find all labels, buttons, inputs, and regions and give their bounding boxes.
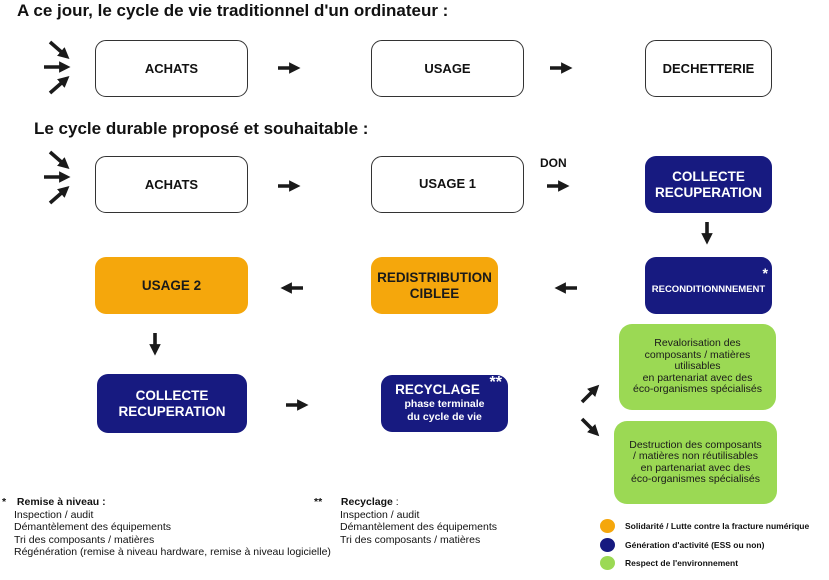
destruction-box: Destruction des composants / matières no… — [614, 421, 777, 504]
revalorisation-line: éco-organismes spécialisés — [633, 383, 762, 396]
usage2-label: USAGE 2 — [141, 277, 202, 293]
revalorisation-line: composants / matières — [644, 348, 751, 361]
arrow-down-right — [580, 417, 600, 437]
recyclage-box: RECYCLAGE ** phase terminale du cycle de… — [381, 375, 508, 432]
arrow-right — [550, 62, 573, 74]
revalorisation-line: utilisables — [674, 360, 721, 373]
legend-label: Respect de l'environnement — [625, 558, 739, 568]
don-label: DON — [540, 156, 567, 170]
legend-dot-navy — [600, 538, 615, 552]
arrow-down — [149, 333, 161, 356]
usage2-box: USAGE 2 — [95, 257, 248, 314]
arrow-right-don — [547, 180, 570, 192]
legend-item-navy: Génération d'activité (ESS ou non) — [600, 538, 764, 552]
legend-dot-orange — [600, 519, 615, 533]
redistribution-label: REDISTRIBUTION — [377, 269, 492, 285]
revalorisation-line: en partenariat avec des — [642, 371, 753, 384]
recyclage-note-item: Inspection / audit — [340, 508, 420, 521]
usage1-box: USAGE 1 — [371, 156, 524, 213]
collecte-recuperation-box-2: COLLECTE RECUPERATION — [97, 374, 247, 433]
recuperation-label: RECUPERATION — [654, 184, 762, 200]
arrow-right — [286, 399, 309, 411]
legend-item-green: Respect de l'environnement — [600, 556, 738, 570]
destruction-line: / matières non réutilisables — [633, 450, 758, 462]
revalorisation-line: Revalorisation des — [654, 337, 741, 350]
legend-label: Génération d'activité (ESS ou non) — [625, 540, 765, 550]
reconditionnement-box: RECONDITIONNNEMENT * — [645, 257, 772, 314]
input-arrows-durable — [44, 150, 71, 205]
recyclage-note-suffix: : — [392, 496, 399, 508]
destruction-line: Destruction des composants — [629, 438, 762, 451]
arrow-down — [701, 222, 713, 245]
reconditionnement-star: * — [762, 265, 768, 281]
recyclage-note-item: Tri des composants / matières — [340, 533, 481, 546]
collecte-label: COLLECTE — [672, 168, 745, 184]
recuperation-label: RECUPERATION — [118, 403, 226, 419]
recyclage-sub-label: du cycle de vie — [407, 410, 482, 423]
arrow-right — [278, 180, 301, 192]
notes-remise: * Remise à niveau : Inspection / audit D… — [2, 496, 362, 559]
achats-box-traditional: ACHATS — [95, 40, 248, 97]
heading-traditional: A ce jour, le cycle de vie traditionnel … — [17, 1, 449, 20]
recyclage-note-star: ** — [314, 496, 323, 508]
arrow-right — [278, 62, 301, 74]
destruction-line: éco-organismes spécialisés — [631, 473, 760, 485]
redistribution-ciblee-box: REDISTRIBUTION CIBLEE — [371, 257, 498, 314]
remise-item: Tri des composants / matières — [14, 533, 155, 546]
legend-label: Solidarité / Lutte contre la fracture nu… — [625, 521, 810, 531]
remise-title: Remise à niveau : — [16, 496, 106, 508]
remise-item: Inspection / audit — [14, 508, 94, 521]
ciblee-label: CIBLEE — [409, 285, 460, 301]
recyclage-note-title: Recyclage — [340, 496, 393, 508]
recyclage-label: RECYCLAGE — [395, 382, 480, 397]
arrow-left — [554, 282, 577, 294]
legend-item-orange: Solidarité / Lutte contre la fracture nu… — [600, 519, 809, 533]
achats-label: ACHATS — [144, 61, 199, 76]
recyclage-star: ** — [489, 374, 502, 391]
collecte-label: COLLECTE — [135, 387, 209, 403]
input-arrows-traditional — [44, 40, 71, 95]
heading-durable: Le cycle durable proposé et souhaitable … — [34, 119, 369, 138]
legend-dot-green — [600, 556, 615, 570]
recyclage-note-item: Démantèlement des équipements — [340, 521, 498, 534]
dechetterie-box: DECHETTERIE — [645, 40, 772, 97]
dechetterie-label: DECHETTERIE — [662, 61, 755, 76]
arrow-left — [280, 282, 303, 294]
usage-box: USAGE — [371, 40, 524, 97]
remise-item: Démantèlement des équipements — [14, 521, 172, 534]
remise-item: Régénération (remise à niveau hardware, … — [14, 546, 331, 559]
revalorisation-box: Revalorisation des composants / matières… — [619, 324, 776, 410]
arrow-up-right — [580, 384, 600, 404]
remise-star: * — [2, 496, 7, 508]
usage1-label: USAGE 1 — [418, 176, 477, 191]
collecte-recuperation-box-1: COLLECTE RECUPERATION — [645, 156, 772, 213]
achats-label: ACHATS — [144, 177, 199, 192]
reconditionnement-label: RECONDITIONNNEMENT — [651, 283, 766, 295]
notes-recyclage: ** Recyclage : Inspection / audit Démant… — [314, 496, 554, 546]
recyclage-sub-label: phase terminale — [404, 398, 485, 410]
destruction-line: en partenariat avec des — [640, 461, 751, 474]
usage-label: USAGE — [424, 61, 471, 76]
achats-box-durable: ACHATS — [95, 156, 248, 213]
